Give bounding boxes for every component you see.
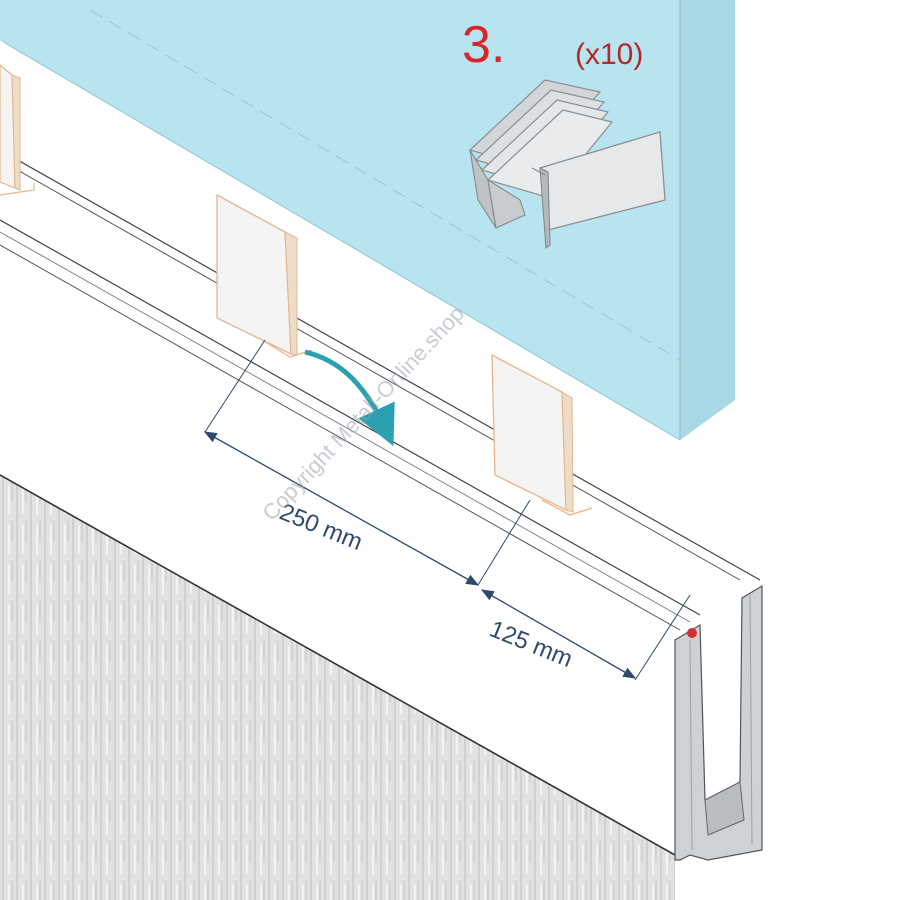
dimension-line-250 bbox=[203, 431, 480, 586]
spacer-left bbox=[0, 64, 35, 196]
gasket-marker bbox=[687, 628, 697, 638]
glass-dash-line bbox=[89, 9, 681, 361]
curved-arrow-icon bbox=[304, 349, 395, 447]
glass-edge bbox=[680, 0, 735, 440]
step-number: 3. bbox=[462, 16, 505, 74]
spacer-middle bbox=[216, 193, 313, 358]
stacked-u-spacers-icon bbox=[468, 79, 666, 249]
spacer-right bbox=[491, 353, 593, 516]
dimension-line-125 bbox=[480, 589, 637, 679]
wall-surface bbox=[0, 475, 675, 900]
quantity-label: (x10) bbox=[575, 38, 643, 71]
